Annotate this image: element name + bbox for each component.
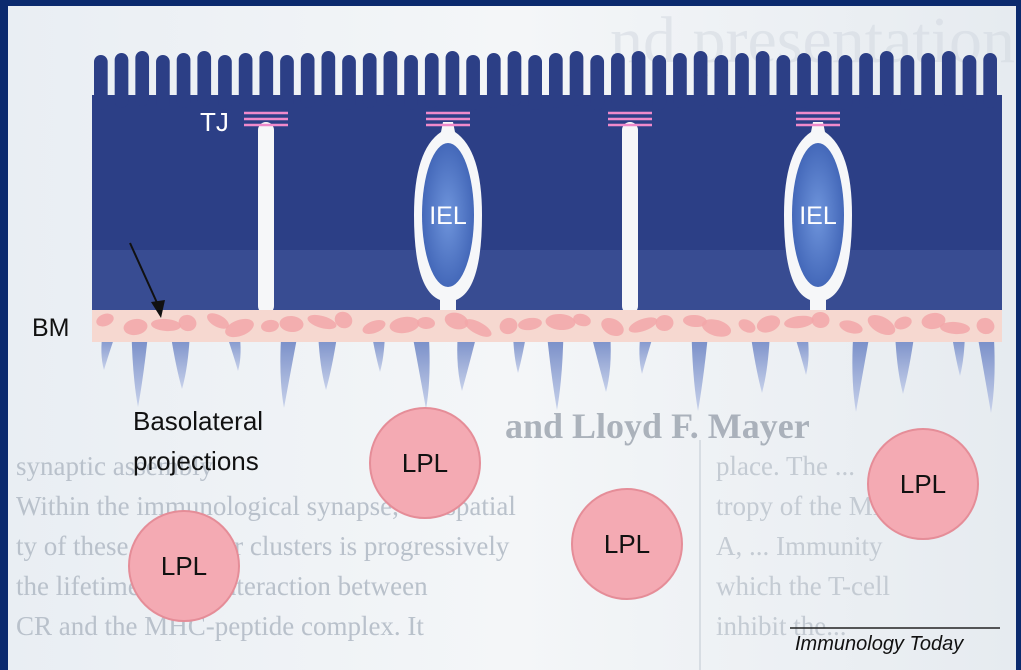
microvillus: [611, 53, 625, 108]
iel-label: IEL: [799, 202, 837, 230]
intercellular-space: [258, 122, 274, 314]
basolateral-label-line1: Basolateral: [133, 406, 263, 436]
microvillus: [921, 53, 935, 108]
microvillus: [446, 51, 460, 106]
microvillus: [818, 51, 832, 106]
lpl-cell: LPL: [370, 408, 480, 518]
lpl-label: LPL: [161, 551, 207, 581]
microvillus: [694, 51, 708, 106]
microvillus: [756, 51, 770, 106]
bg-title-fragment: and Lloyd F. Mayer: [505, 406, 810, 446]
lpl-cell: LPL: [868, 429, 978, 539]
basement-membrane: [92, 309, 1002, 342]
microvillus: [632, 51, 646, 106]
iel-label: IEL: [429, 202, 467, 230]
microvillus: [363, 53, 377, 108]
microvillus: [280, 55, 294, 110]
microvillus: [652, 55, 666, 110]
microvillus: [735, 53, 749, 108]
microvillus: [942, 51, 956, 106]
microvillus: [714, 55, 728, 110]
microvillus: [322, 51, 336, 106]
microvillus: [425, 53, 439, 108]
lpl-label: LPL: [900, 469, 946, 499]
microvillus: [115, 53, 129, 108]
microvillus: [901, 55, 915, 110]
bg-right-line: place. The ...: [716, 451, 855, 481]
microvillus: [797, 53, 811, 108]
microvillus: [839, 55, 853, 110]
bg-left-line: ty of these molecular clusters is progre…: [16, 531, 510, 561]
bg-top-fragment: nd presentation by: [610, 4, 1021, 77]
intercellular-space: [622, 122, 638, 314]
microvillus: [404, 55, 418, 110]
microvillus: [135, 51, 149, 106]
lpl-label: LPL: [402, 448, 448, 478]
microvillus: [859, 53, 873, 108]
microvillus: [384, 51, 398, 106]
microvillus: [528, 55, 542, 110]
microvillus: [590, 55, 604, 110]
microvillus: [218, 55, 232, 110]
basolateral-label-line2: projections: [133, 446, 259, 476]
microvillus: [880, 51, 894, 106]
lpl-cell: LPL: [572, 489, 682, 599]
microvillus: [570, 51, 584, 106]
microvillus: [239, 53, 253, 108]
microvillus: [342, 55, 356, 110]
microvillus: [983, 53, 997, 108]
lpl-cell: LPL: [129, 511, 239, 621]
credit-label: Immunology Today: [795, 633, 964, 655]
microvillus: [259, 51, 273, 106]
microvillus: [549, 53, 563, 108]
microvillus: [487, 53, 501, 108]
lpl-label: LPL: [604, 529, 650, 559]
microvillus: [508, 51, 522, 106]
epithelial-shade: [92, 250, 1002, 312]
microvillus: [197, 51, 211, 106]
iel-cell: IEL: [422, 143, 474, 287]
microvillus: [963, 55, 977, 110]
microvillus: [466, 55, 480, 110]
iel-cell: IEL: [792, 143, 844, 287]
bg-right-line: A, ... Immunity: [716, 531, 883, 561]
microvillus: [673, 53, 687, 108]
microvillus: [94, 55, 108, 110]
bg-left-line: CR and the MHC-peptide complex. It: [16, 611, 424, 641]
bg-right-line: which the T-cell: [716, 571, 890, 601]
microvillus: [156, 55, 170, 110]
microvillus: [777, 55, 791, 110]
microvillus: [301, 53, 315, 108]
microvillus: [177, 53, 191, 108]
tj-label: TJ: [200, 107, 229, 137]
bm-label: BM: [32, 314, 70, 342]
